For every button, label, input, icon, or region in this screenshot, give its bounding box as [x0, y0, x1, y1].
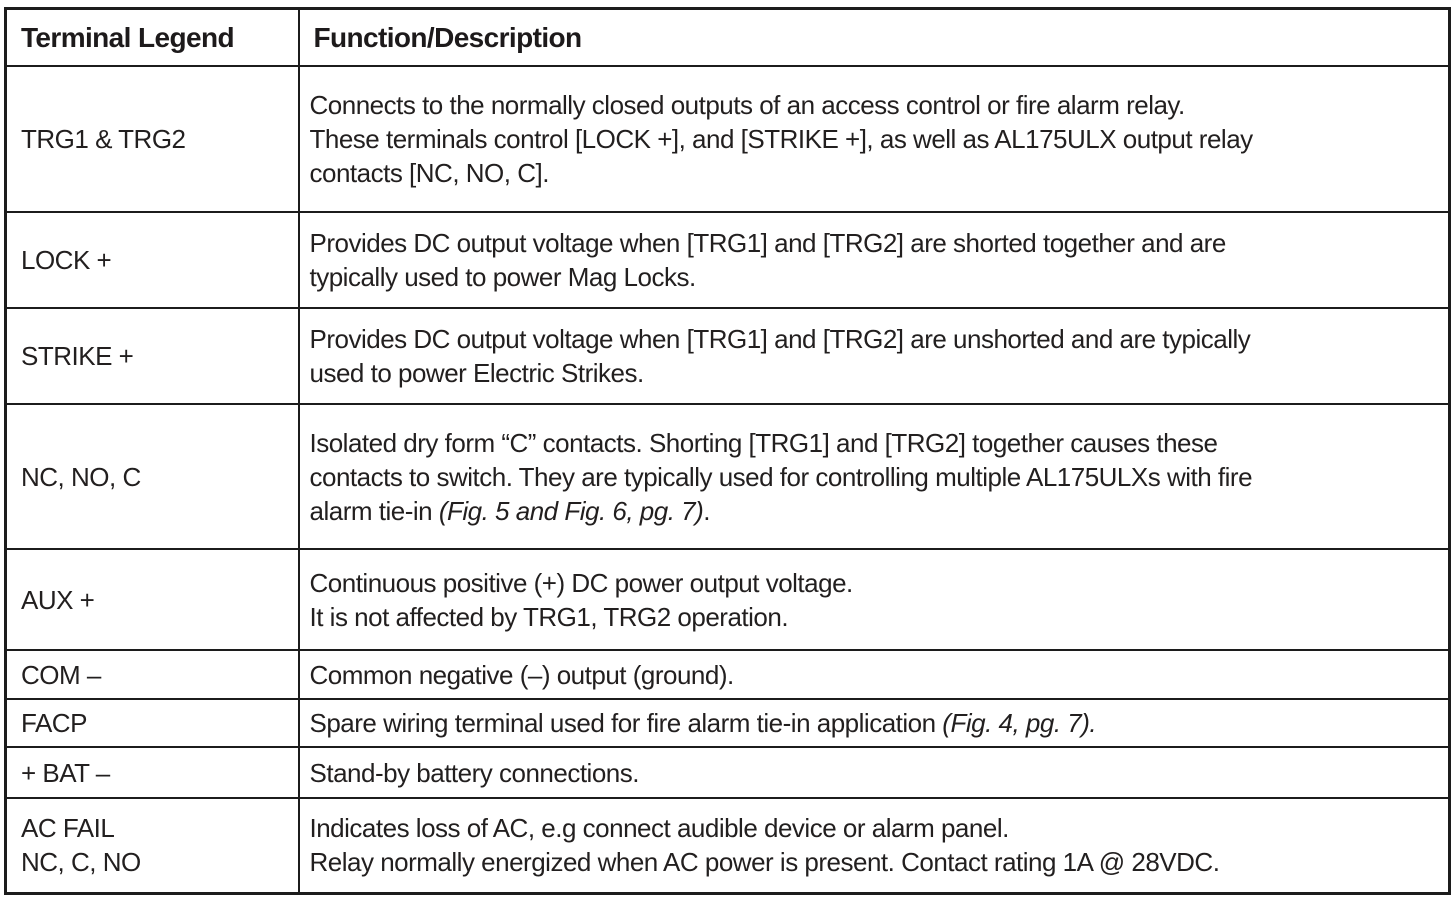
description-text: contacts to switch. They are typically u… [309, 461, 1253, 492]
terminal-label: AUX + [21, 584, 95, 615]
terminal-legend-table: Terminal Legend Function/Description TRG… [4, 7, 1451, 895]
terminal-cell: COM – [4, 649, 300, 700]
description-line: Indicates loss of AC, e.g connect audibl… [310, 811, 1441, 845]
description-text: It is not affected by TRG1, TRG2 operati… [309, 601, 789, 632]
figure-reference: (Fig. 4, pg. 7). [942, 708, 1097, 738]
table-row: FACP Spare wiring terminal used for fire … [4, 698, 1451, 748]
description-line: Provides DC output voltage when [TRG1] a… [310, 226, 1441, 260]
description-cell: Provides DC output voltage when [TRG1] a… [297, 211, 1451, 309]
table-header: Terminal Legend Function/Description [4, 7, 1451, 67]
description-text: contacts [NC, NO, C]. [309, 158, 550, 188]
terminal-label: AC FAIL [21, 813, 115, 844]
terminal-label: LOCK + [21, 245, 112, 275]
terminal-cell: FACP [4, 698, 300, 748]
table-row: AUX + Continuous positive (+) DC power ou… [4, 548, 1451, 651]
terminal-cell: LOCK + [4, 211, 300, 309]
description-line: Continuous positive (+) DC power output … [310, 566, 1441, 600]
column-header-terminal-legend: Terminal Legend [4, 7, 300, 67]
description-line: Stand-by battery connections. [310, 756, 1441, 790]
description-line: alarm tie-in (Fig. 5 and Fig. 6, pg. 7). [310, 494, 1441, 528]
description-cell: Connects to the normally closed outputs … [297, 65, 1451, 213]
description-line: Relay normally energized when AC power i… [310, 845, 1441, 879]
table-row: COM – Common negative (–) output (ground)… [4, 649, 1451, 700]
terminal-label: + BAT – [21, 757, 110, 788]
column-header-function-description: Function/Description [297, 7, 1451, 67]
description-line: Connects to the normally closed outputs … [310, 88, 1441, 122]
description-text: Indicates loss of AC, e.g connect audibl… [309, 813, 1010, 844]
description-line: contacts to switch. They are typically u… [310, 460, 1441, 494]
description-line: It is not affected by TRG1, TRG2 operati… [310, 600, 1441, 634]
terminal-label: TRG1 & TRG2 [21, 124, 186, 154]
description-line: Spare wiring terminal used for fire alar… [310, 706, 1441, 740]
table-row: STRIKE + Provides DC output voltage when … [4, 307, 1451, 405]
description-text: Connects to the normally closed outputs … [309, 90, 1186, 120]
description-cell: Stand-by battery connections. [297, 746, 1451, 799]
terminal-cell: NC, NO, C [4, 403, 300, 550]
terminal-label: NC, NO, C [21, 461, 141, 492]
terminal-cell: + BAT – [4, 746, 300, 799]
description-text: Spare wiring terminal used for fire alar… [309, 708, 943, 738]
terminal-label: COM – [21, 659, 101, 690]
description-text: Relay normally energized when AC power i… [309, 847, 1220, 878]
description-text: used to power Electric Strikes. [309, 358, 645, 388]
description-cell: Isolated dry form “C” contacts. Shorting… [297, 403, 1451, 550]
table-row: + BAT – Stand-by battery connections. [4, 746, 1451, 799]
description-text: Stand-by battery connections. [309, 757, 640, 788]
description-text: Continuous positive (+) DC power output … [309, 567, 854, 598]
figure-reference: (Fig. 5 and Fig. 6, pg. 7) [438, 495, 704, 526]
terminal-label: NC, C, NO [21, 847, 141, 878]
table-row: NC, NO, C Isolated dry form “C” contacts.… [4, 403, 1451, 550]
description-line: typically used to power Mag Locks. [310, 260, 1441, 294]
description-text: Isolated dry form “C” contacts. Shorting… [309, 427, 1218, 458]
terminal-cell: TRG1 & TRG2 [4, 65, 300, 213]
description-line: used to power Electric Strikes. [310, 356, 1441, 390]
description-text: Common negative (–) output (ground). [309, 659, 735, 690]
description-text: . [703, 495, 711, 526]
description-text: typically used to power Mag Locks. [309, 262, 697, 292]
description-text: These terminals control [LOCK +], and [S… [309, 124, 1254, 154]
terminal-label: STRIKE + [21, 341, 134, 371]
description-cell: Spare wiring terminal used for fire alar… [297, 698, 1451, 748]
description-line: contacts [NC, NO, C]. [310, 156, 1441, 190]
description-text: alarm tie-in [309, 495, 439, 526]
description-cell: Indicates loss of AC, e.g connect audibl… [297, 797, 1451, 894]
description-cell: Common negative (–) output (ground). [297, 649, 1451, 700]
table-row: TRG1 & TRG2 Connects to the normally clos… [4, 65, 1451, 213]
header-row: Terminal Legend Function/Description [4, 7, 1451, 67]
table-body: TRG1 & TRG2 Connects to the normally clos… [4, 65, 1451, 894]
description-line: Common negative (–) output (ground). [310, 658, 1441, 692]
terminal-cell: AUX + [4, 548, 300, 651]
description-text: Provides DC output voltage when [TRG1] a… [309, 228, 1227, 258]
description-line: These terminals control [LOCK +], and [S… [310, 122, 1441, 156]
table-row: LOCK + Provides DC output voltage when [T… [4, 211, 1451, 309]
terminal-label: FACP [21, 708, 87, 738]
description-line: Provides DC output voltage when [TRG1] a… [310, 322, 1441, 356]
description-line: Isolated dry form “C” contacts. Shorting… [310, 426, 1441, 460]
description-cell: Continuous positive (+) DC power output … [297, 548, 1451, 651]
description-text: Provides DC output voltage when [TRG1] a… [309, 324, 1251, 354]
description-cell: Provides DC output voltage when [TRG1] a… [297, 307, 1451, 405]
terminal-cell: STRIKE + [4, 307, 300, 405]
